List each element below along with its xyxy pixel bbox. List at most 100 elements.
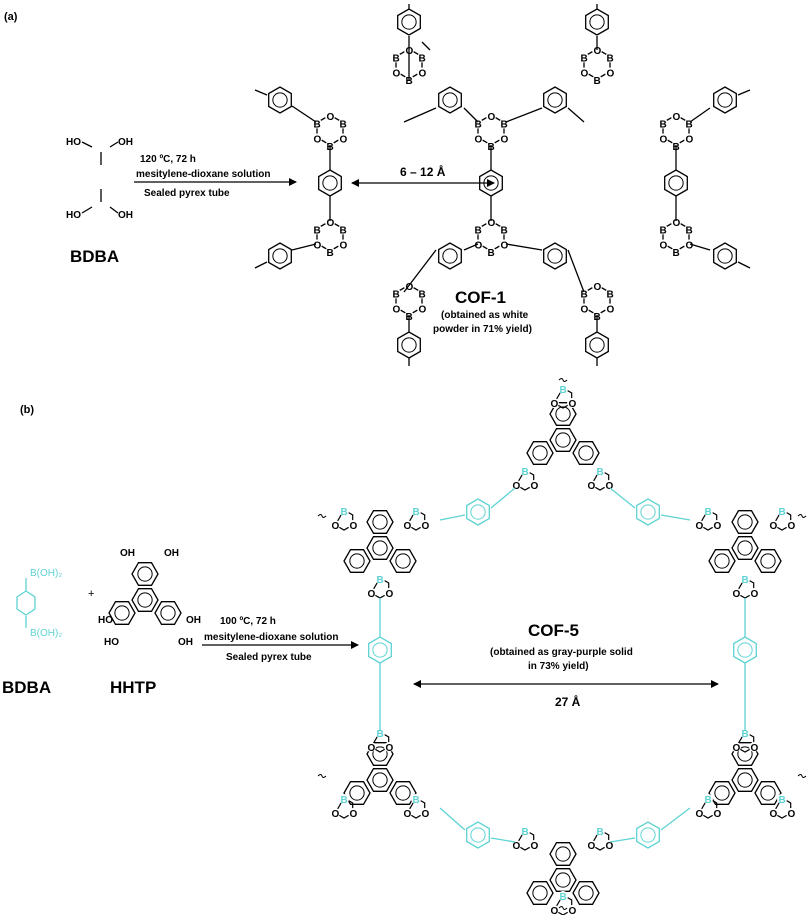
boroxine-atom-7-3: B	[475, 226, 482, 237]
phenylene-ring-6	[318, 169, 342, 197]
boroxine-atom-2-2-bg	[473, 133, 484, 144]
boronate-o1-5: O	[368, 589, 376, 600]
boronate-b-10: B	[341, 795, 348, 806]
cyan-bond-1	[490, 487, 516, 509]
boronate-b-10-bg	[339, 794, 349, 804]
triphenylene-ring-a-2-inner	[737, 514, 753, 530]
panel-a-tag: (a)	[4, 11, 18, 23]
boronate-o1-10-bg	[330, 808, 340, 818]
boroxine-atom-8-5: B	[606, 290, 613, 301]
boroxine-atom-4-4: O	[673, 112, 681, 123]
boroxine-atom-3-0-bg	[604, 67, 615, 78]
cyan-phenylene-3-inner	[737, 642, 753, 658]
boroxine-atom-7-5-bg	[498, 224, 509, 235]
boroxine-atom-6-4: O	[406, 282, 414, 293]
boronate-o1-14: O	[770, 809, 778, 820]
boroxine-atom-2-5-bg	[498, 118, 509, 129]
phenylene-ring-14-inner	[717, 248, 733, 264]
boronate-o2-15-bg	[529, 840, 539, 850]
bdba-label-b: BDBA	[2, 678, 51, 697]
methyl-bond-3	[737, 89, 751, 96]
hhtp-top-ring-inner	[137, 566, 153, 582]
boroxine-atom-1-3: B	[393, 54, 400, 65]
boroxine-atom-7-4-bg	[486, 217, 496, 227]
boroxine-atom-4-2-bg	[658, 133, 669, 144]
boroxine-atom-6-5: B	[418, 290, 425, 301]
boronate-o2-12: O	[751, 743, 759, 754]
methyl-bond-0	[254, 89, 268, 96]
linker-bond-5	[567, 107, 585, 123]
boronate-o2-4-bg	[420, 520, 430, 530]
phenylene-ring-13	[585, 331, 609, 359]
boroxine-atom-9-4: O	[673, 218, 681, 229]
pore-size-b: 27 Å	[555, 694, 581, 709]
cyan-bond-9	[490, 837, 516, 843]
boroxine-atom-2-4: O	[488, 112, 496, 123]
boroxine-atom-4-5: B	[685, 120, 692, 131]
boronate-o1-7-bg	[768, 520, 778, 530]
bdba-molecule-b	[16, 578, 36, 628]
hhtp-oh-4: OH	[186, 615, 201, 626]
boroxine-atom-1-2-bg	[391, 67, 402, 78]
cyan-phenylene-4-inner	[470, 827, 486, 843]
triphenylene-ring-a-2	[731, 510, 759, 534]
hhtp-molecule	[108, 562, 182, 625]
triphenylene-ring-b-3	[343, 781, 371, 805]
boronate-b-13-bg	[703, 794, 713, 804]
triphenylene-ring-c-0-inner	[578, 445, 594, 461]
boroxine-atom-8-2-bg	[579, 303, 590, 314]
phenylene-ring-4-inner	[589, 14, 605, 30]
methyl-bond-4	[254, 261, 268, 269]
boronate-o1-0-bg	[549, 398, 559, 408]
linker-bond-2	[403, 107, 437, 123]
cyan-phenylene-2-inner	[372, 642, 388, 658]
boronate-o2-17-bg	[567, 905, 577, 915]
triphenylene-core-1	[366, 536, 394, 560]
phenylene-ring-6-inner	[322, 175, 338, 191]
phenylene-ring-3	[543, 86, 567, 114]
triphenylene-ring-b-2-inner	[714, 553, 730, 569]
triphenylene-core-0-inner	[555, 432, 571, 448]
hhtp-top-ring	[131, 562, 159, 586]
boroxine-atom-3-1-bg	[592, 75, 602, 85]
cof-1-framework: OBOBOBOBOBOBOBOBOBOBOBOBOBOBOBOBOBOBOBOB…	[254, 4, 751, 366]
boronate-b-3: B	[341, 507, 348, 518]
cyan-bond-10	[609, 837, 636, 843]
boroxine-atom-7-4: O	[488, 218, 496, 229]
hhtp-right-ring-inner	[160, 605, 176, 621]
boroxine-atom-2-0-bg	[498, 133, 509, 144]
boronate-o2-4: O	[422, 521, 430, 532]
boronate-b-11-bg	[411, 794, 421, 804]
hhtp-ho-1: HO	[98, 615, 113, 626]
boronate-o2-8-bg	[749, 588, 759, 598]
cyan-phenylene-5-inner	[640, 827, 656, 843]
boroxine-atom-0-0-bg	[337, 133, 348, 144]
boroxine-atom-3-1: B	[594, 76, 601, 87]
phenylene-ring-5-inner	[717, 92, 733, 108]
boroxine-atom-4-3-bg	[658, 118, 669, 129]
boronate-o2-12-bg	[749, 742, 759, 752]
boroxine-atom-3-5: B	[606, 54, 613, 65]
boronate-o1-9: O	[368, 743, 376, 754]
boroxine-atom-9-1: B	[673, 248, 680, 259]
cyan-bond-2	[609, 487, 636, 509]
boroxine-atom-2-0: O	[500, 135, 508, 146]
boroxine-atom-8-4-bg	[592, 281, 602, 291]
boronate-o2-3-bg	[348, 520, 358, 530]
bdba-molecule-a	[81, 141, 119, 214]
cyan-phenylene-0	[466, 498, 490, 526]
wavy-end-4	[797, 774, 807, 778]
boroxine-atom-5-5-bg	[337, 224, 348, 235]
cyan-bond-11	[660, 807, 691, 831]
boronate-o1-12-bg	[731, 742, 741, 752]
boroxine-atom-9-5-bg	[683, 224, 694, 235]
cyan-phenylene-3	[733, 636, 757, 664]
boroxine-atom-3-3: B	[581, 54, 588, 65]
boronate-o1-15: O	[513, 841, 521, 852]
triphenylene-ring-b-4	[708, 781, 736, 805]
linker-bond-1	[421, 41, 431, 51]
phenylene-ring-0-inner	[272, 92, 288, 108]
boronate-b-5-bg	[375, 574, 385, 584]
boronate-o1-12: O	[733, 743, 741, 754]
